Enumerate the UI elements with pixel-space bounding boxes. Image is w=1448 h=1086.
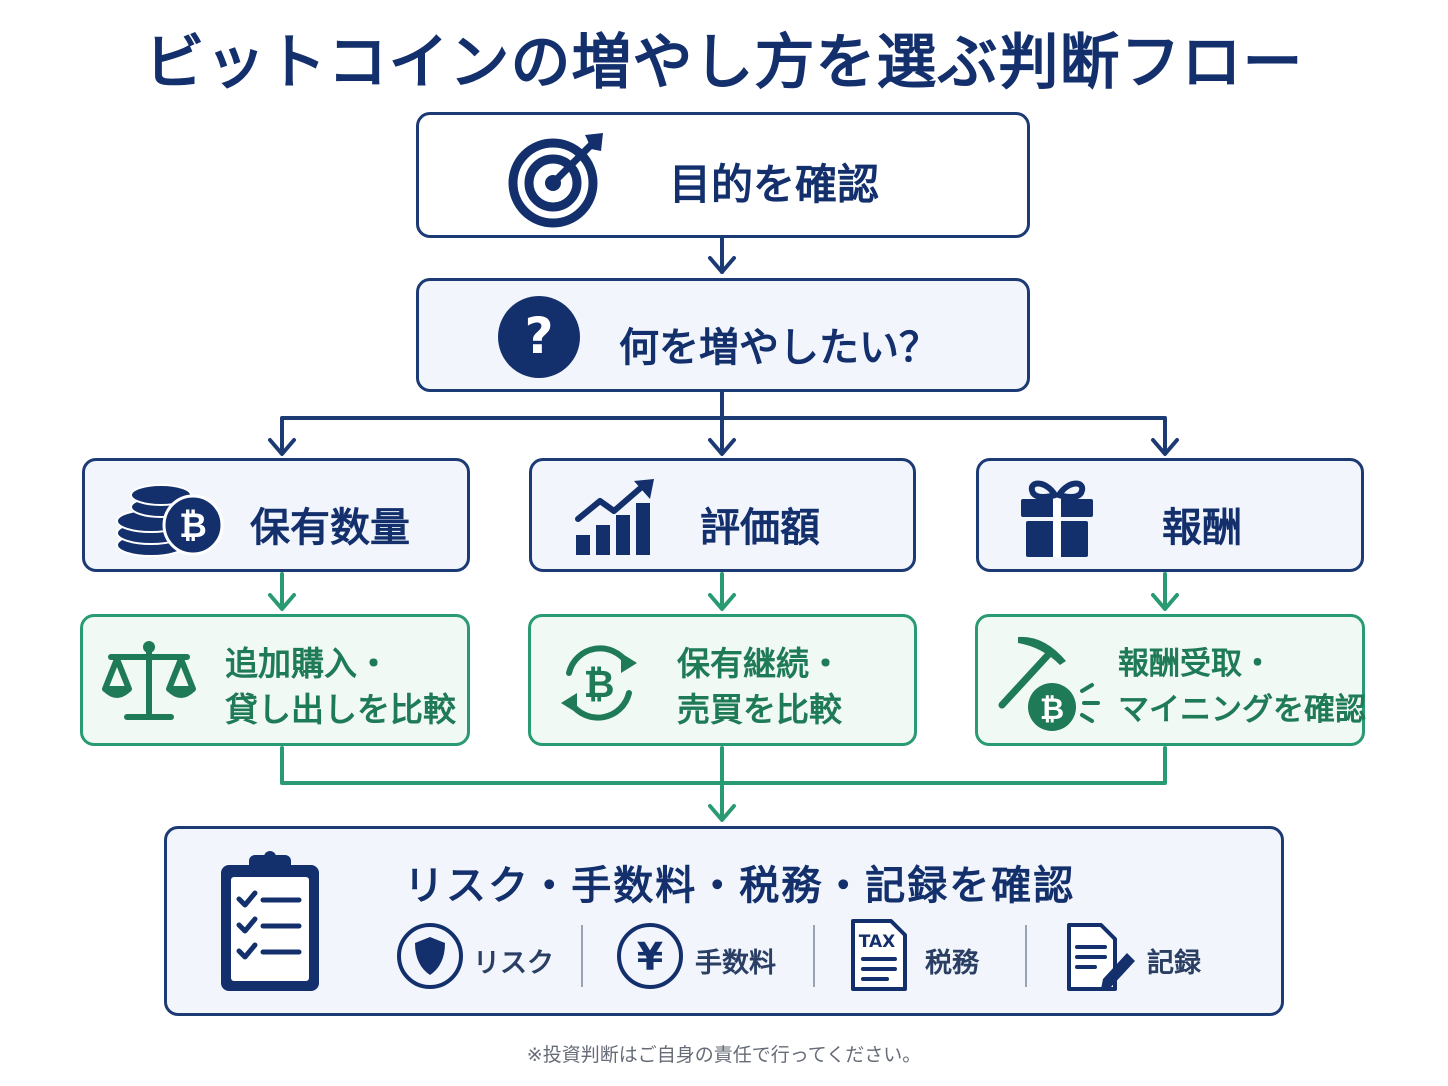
- rising-bar-chart-icon: [575, 479, 654, 555]
- final-check-title: リスク・手数料・税務・記録を確認: [404, 863, 1076, 909]
- final-item-records-label: 記録: [1147, 948, 1201, 979]
- step-question-label: 何を増やしたい？: [619, 325, 939, 371]
- branch-quantity-label: 保有数量: [250, 505, 410, 551]
- question-mark-icon: ?: [498, 296, 580, 378]
- balance-scale-icon: [102, 641, 196, 720]
- action-quantity-line1: 追加購入・: [225, 644, 390, 683]
- arrowhead: [1151, 438, 1179, 456]
- svg-text:¥: ¥: [637, 935, 663, 979]
- action-valuation-text: 保有継続・ 売買を比較: [677, 641, 842, 733]
- final-item-fees-label: 手数料: [695, 948, 776, 979]
- action-quantity-line2: 貸し出しを比較: [225, 690, 456, 729]
- pickaxe-bitcoin-icon: ₿: [998, 636, 1100, 731]
- arrowhead: [708, 438, 736, 456]
- svg-text:?: ?: [524, 307, 553, 365]
- branch-valuation: 評価額: [529, 458, 916, 572]
- document-pen-icon: [1067, 923, 1135, 991]
- action-reward-line1: 報酬受取・: [1118, 646, 1273, 682]
- divider: [1025, 925, 1027, 987]
- step-purpose: 目的を確認: [416, 112, 1030, 238]
- arrowhead: [708, 256, 736, 274]
- branch-reward-label: 報酬: [1162, 505, 1242, 551]
- branch-valuation-label: 評価額: [700, 505, 820, 551]
- branch-quantity: ₿ 保有数量: [82, 458, 470, 572]
- action-valuation-line2: 売買を比較: [677, 690, 842, 729]
- page-title: ビットコインの増やし方を選ぶ判断フロー: [144, 28, 1304, 98]
- divider: [813, 925, 815, 987]
- bitcoin-cycle-icon: ₿: [561, 645, 637, 721]
- action-valuation: ₿ 保有継続・ 売買を比較: [528, 614, 917, 746]
- gift-icon: [1021, 480, 1093, 557]
- clipboard-checklist-icon: [221, 851, 319, 991]
- bitcoin-coin-stack-icon: ₿: [116, 484, 224, 557]
- final-item-risk-label: リスク: [473, 948, 554, 979]
- svg-text:₿: ₿: [1040, 692, 1064, 727]
- final-check: リスク・手数料・税務・記録を確認 リスク ¥ 手数料 TAX 税務 記録: [164, 826, 1284, 1016]
- action-quantity: 追加購入・ 貸し出しを比較: [80, 614, 470, 746]
- svg-text:₿: ₿: [179, 506, 207, 546]
- arrowhead: [1151, 593, 1179, 611]
- disclaimer: ※投資判断はご自身の責任で行ってください。: [526, 1044, 922, 1066]
- action-reward-text: 報酬受取・ マイニングを確認: [1118, 641, 1366, 733]
- action-quantity-text: 追加購入・ 貸し出しを比較: [225, 641, 456, 733]
- tax-icon-text: TAX: [859, 932, 896, 952]
- divider: [581, 925, 583, 987]
- arrowhead: [268, 593, 296, 611]
- arrowhead: [708, 593, 736, 611]
- target-icon: [508, 133, 603, 228]
- final-item-tax-label: 税務: [925, 948, 979, 979]
- step-question: ? 何を増やしたい？: [416, 278, 1030, 392]
- tax-document-icon: TAX: [851, 919, 907, 991]
- action-valuation-line1: 保有継続・: [677, 644, 842, 683]
- yen-coin-icon: ¥: [617, 923, 683, 989]
- action-reward-line2: マイニングを確認: [1118, 692, 1366, 728]
- arrowhead: [708, 804, 736, 822]
- svg-text:₿: ₿: [584, 662, 615, 706]
- branch-reward: 報酬: [976, 458, 1364, 572]
- step-purpose-label: 目的を確認: [669, 160, 880, 209]
- action-reward: ₿ 報酬受取・ マイニングを確認: [975, 614, 1366, 746]
- shield-icon: [397, 923, 463, 989]
- arrowhead: [268, 438, 296, 456]
